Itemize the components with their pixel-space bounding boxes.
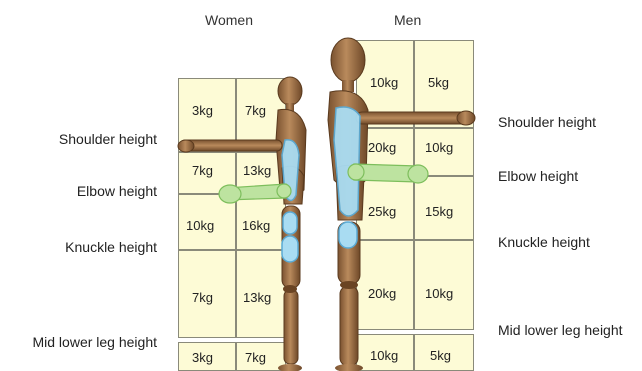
women-weight: 16kg (242, 218, 270, 233)
right-label-shoulder: Shoulder height (498, 114, 596, 130)
right-label-mid-lower-leg: Mid lower leg height (498, 322, 623, 338)
men-weight: 20kg (368, 286, 396, 301)
left-label-shoulder: Shoulder height (59, 131, 157, 147)
right-label-knuckle: Knuckle height (498, 234, 590, 250)
women-weight: 13kg (243, 163, 271, 178)
men-weight: 10kg (370, 75, 398, 90)
women-weight: 3kg (192, 103, 213, 118)
men-weight: 20kg (368, 140, 396, 155)
men-weight: 10kg (425, 286, 453, 301)
men-weight: 10kg (370, 348, 398, 363)
women-weight: 13kg (243, 290, 271, 305)
women-weight: 7kg (192, 290, 213, 305)
men-weight: 10kg (425, 140, 453, 155)
women-weight: 7kg (192, 163, 213, 178)
men-weight: 15kg (425, 204, 453, 219)
left-label-elbow: Elbow height (77, 183, 157, 199)
men-weight: 5kg (428, 75, 449, 90)
left-label-mid-lower-leg: Mid lower leg height (32, 334, 157, 350)
women-weight: 10kg (186, 218, 214, 233)
women-weight: 7kg (245, 350, 266, 365)
left-label-knuckle: Knuckle height (65, 239, 157, 255)
women-weight: 3kg (192, 350, 213, 365)
men-weight: 5kg (430, 348, 451, 363)
men-weight: 25kg (368, 204, 396, 219)
women-weight: 7kg (245, 103, 266, 118)
right-label-elbow: Elbow height (498, 168, 578, 184)
